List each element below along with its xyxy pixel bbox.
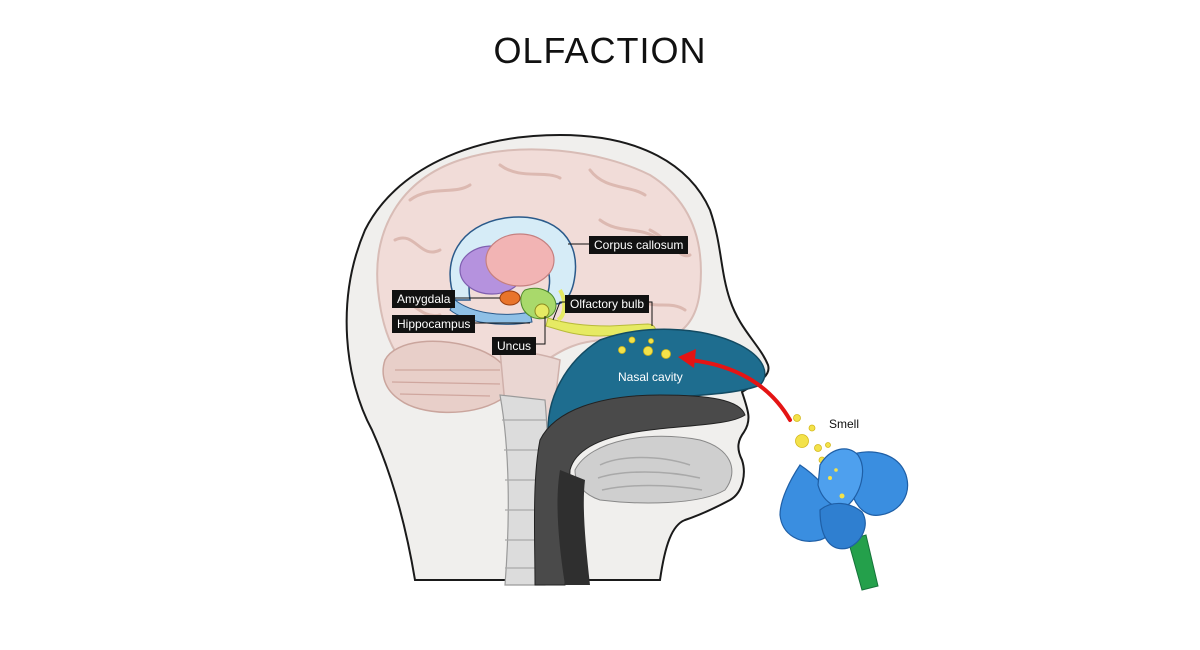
label-smell: Smell — [829, 417, 860, 431]
label-corpus-callosum: Corpus callosum — [589, 236, 689, 254]
odor-particle-icon — [618, 336, 671, 359]
arrow-icon — [678, 349, 792, 422]
label-amygdala: Amygdala — [392, 290, 456, 308]
label-uncus: Uncus — [492, 337, 537, 355]
label-olfactory-bulb: Olfactory bulb — [565, 295, 650, 313]
label-nasal-cavity: Nasal cavity — [618, 370, 683, 384]
flower-icon — [779, 448, 909, 591]
label-hippocampus: Hippocampus — [392, 315, 476, 333]
page-title: OLFACTION — [493, 30, 707, 71]
